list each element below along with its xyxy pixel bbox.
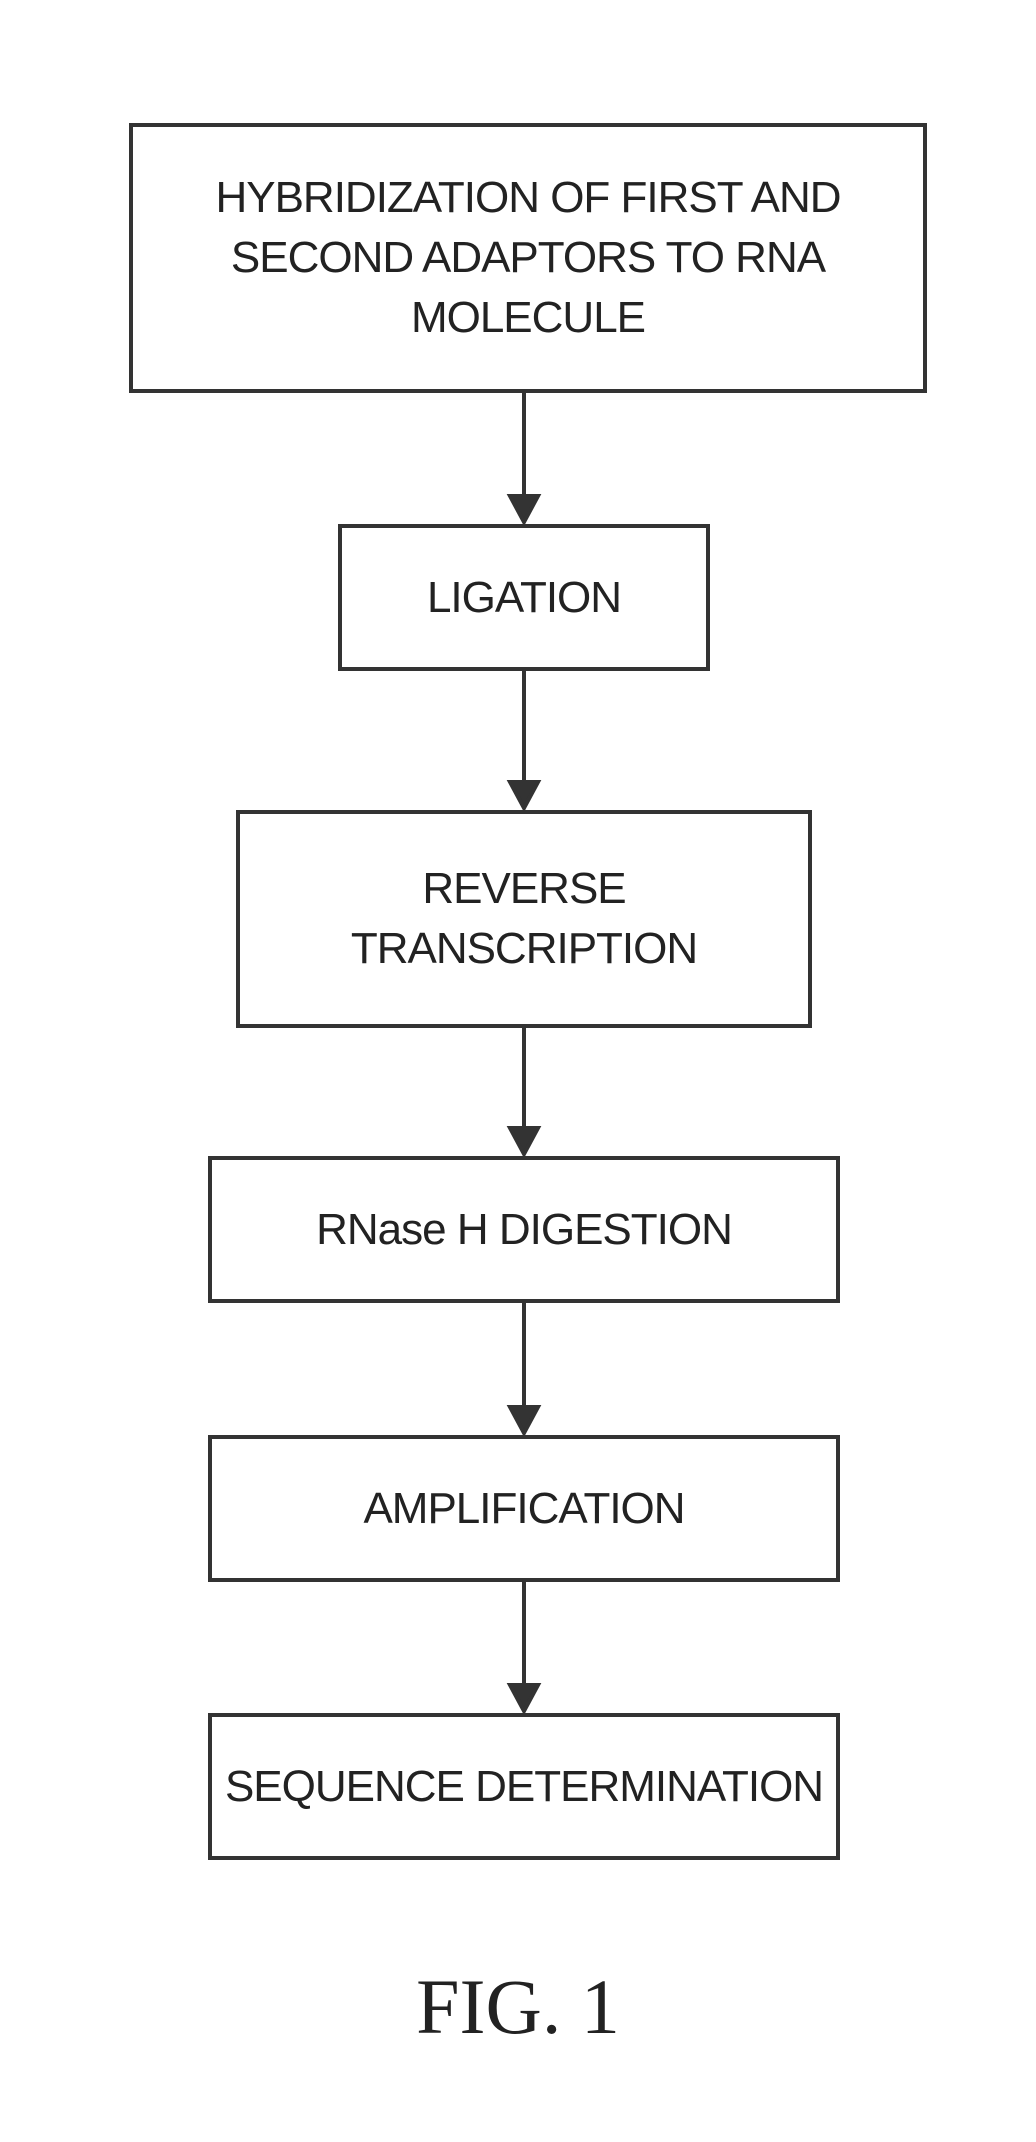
step-hybridization-label: HYBRIDIZATION OF FIRST AND SECOND ADAPTO… bbox=[215, 168, 840, 348]
step-reverse-transcription-label: REVERSE TRANSCRIPTION bbox=[351, 859, 697, 979]
step-sequence-determination-label: SEQUENCE DETERMINATION bbox=[225, 1757, 823, 1817]
step-ligation-box: LIGATION bbox=[338, 524, 710, 671]
arrowhead-2 bbox=[510, 782, 538, 808]
step-rnase-h-digestion-box: RNase H DIGESTION bbox=[208, 1156, 840, 1303]
step-hybridization-box: HYBRIDIZATION OF FIRST AND SECOND ADAPTO… bbox=[129, 123, 927, 393]
arrowhead-3 bbox=[510, 1128, 538, 1154]
step-reverse-transcription-box: REVERSE TRANSCRIPTION bbox=[236, 810, 812, 1028]
arrowhead-5 bbox=[510, 1685, 538, 1711]
step-amplification-label: AMPLIFICATION bbox=[363, 1479, 684, 1539]
arrowhead-1 bbox=[510, 496, 538, 522]
arrowhead-4 bbox=[510, 1407, 538, 1433]
figure-caption: FIG. 1 bbox=[0, 1962, 1036, 2052]
step-amplification-box: AMPLIFICATION bbox=[208, 1435, 840, 1582]
step-sequence-determination-box: SEQUENCE DETERMINATION bbox=[208, 1713, 840, 1860]
step-ligation-label: LIGATION bbox=[427, 568, 621, 628]
step-rnase-h-digestion-label: RNase H DIGESTION bbox=[316, 1200, 732, 1260]
